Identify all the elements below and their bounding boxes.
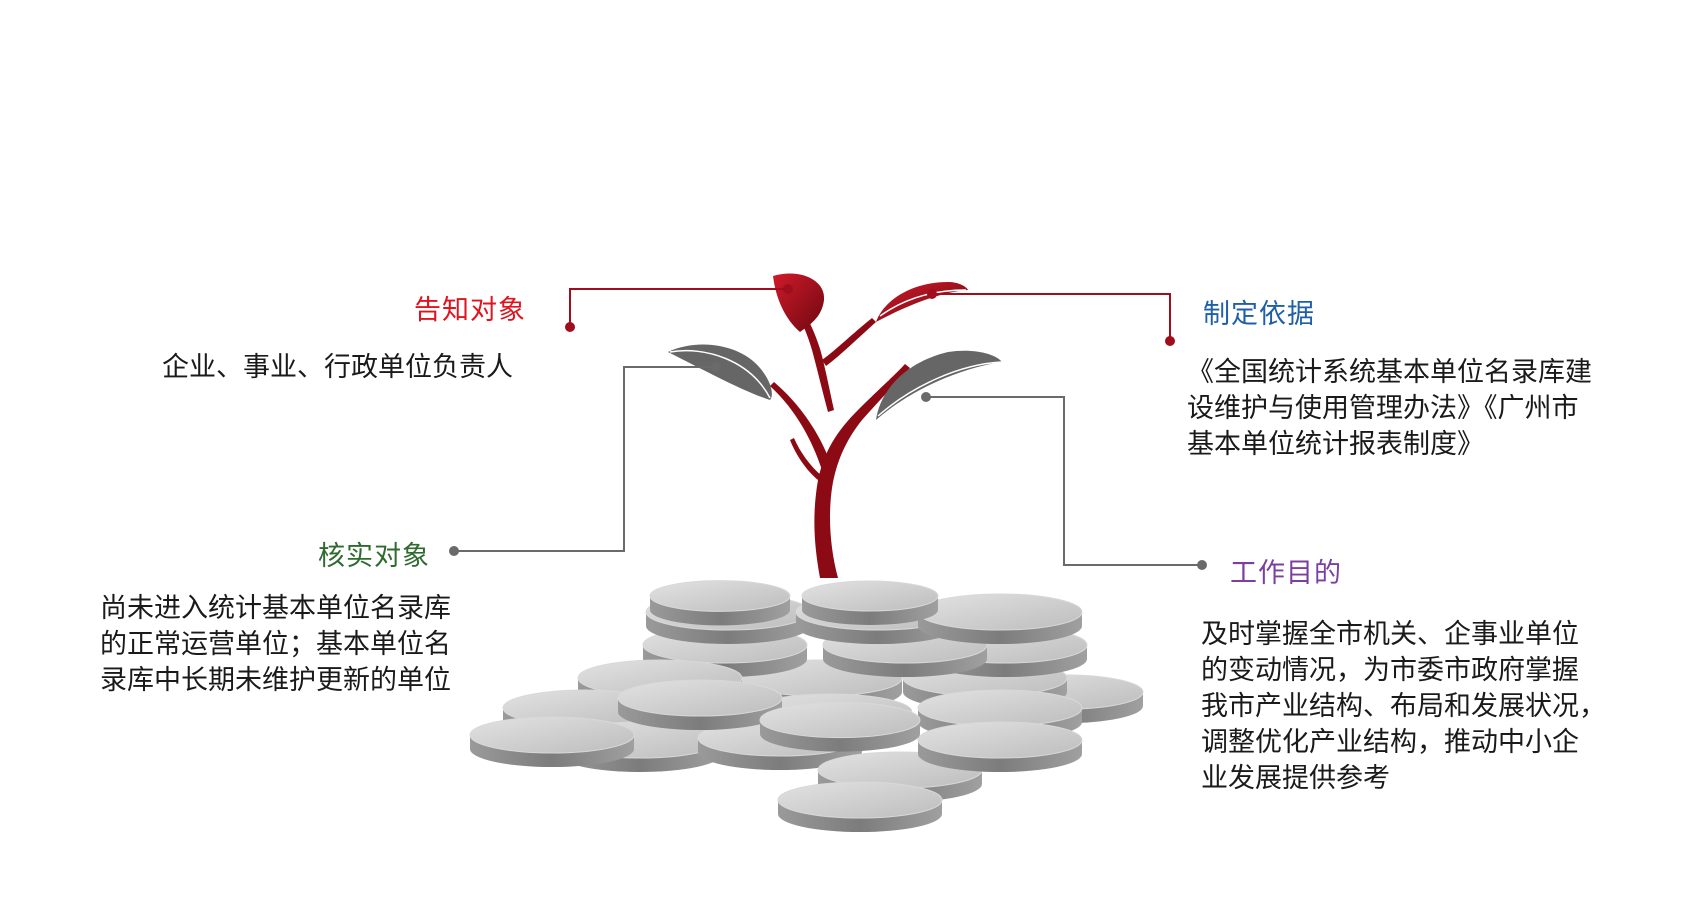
red-leaf-right xyxy=(876,282,968,322)
coin xyxy=(801,580,939,625)
notify-target-line: 企业、事业、行政单位负责人 xyxy=(162,352,513,383)
plant-stem xyxy=(814,364,910,578)
plant-illustration xyxy=(668,273,1003,578)
purpose-line: 的变动情况，为市委市政府掌握 xyxy=(1201,655,1579,686)
connector-notify xyxy=(565,284,793,332)
coin xyxy=(759,701,921,752)
plant-stem-branch xyxy=(822,318,876,366)
purpose-line: 及时掌握全市机关、企事业单位 xyxy=(1201,619,1579,650)
basis-body: 《全国统计系统基本单位名录库建 设维护与使用管理办法》《广州市 基本单位统计报表… xyxy=(1187,355,1592,463)
verify-target-body: 尚未进入统计基本单位名录库 的正常运营单位；基本单位名 录库中长期未维护更新的单… xyxy=(100,591,451,699)
purpose-line: 调整优化产业结构，推动中小企 xyxy=(1201,727,1579,758)
connector-purpose xyxy=(921,392,1207,570)
coin xyxy=(617,679,783,731)
notify-target-title: 告知对象 xyxy=(414,295,526,326)
plant-stem-upper xyxy=(796,308,834,412)
basis-title: 制定依据 xyxy=(1203,299,1315,330)
basis-line: 设维护与使用管理办法》《广州市 xyxy=(1187,393,1579,424)
coin xyxy=(469,716,635,768)
plant-stem-left xyxy=(770,382,830,470)
plant-stem-twig xyxy=(790,438,822,480)
coin xyxy=(777,781,943,833)
coin-stack-illustration xyxy=(469,580,1144,833)
basis-line: 《全国统计系统基本单位名录库建 xyxy=(1187,357,1592,388)
coin xyxy=(649,580,791,626)
basis-line: 基本单位统计报表制度》 xyxy=(1187,429,1484,460)
verify-target-line: 尚未进入统计基本单位名录库 xyxy=(100,593,451,624)
connector-basis xyxy=(927,289,1175,346)
verify-target-line: 录库中长期未维护更新的单位 xyxy=(100,665,451,696)
purpose-body: 及时掌握全市机关、企事业单位 的变动情况，为市委市政府掌握 我市产业结构、布局和… xyxy=(1201,617,1606,797)
purpose-title: 工作目的 xyxy=(1230,558,1342,589)
coin xyxy=(917,593,1083,645)
connector-verify xyxy=(449,362,721,556)
gray-leaf-right xyxy=(876,350,1002,420)
purpose-line: 业发展提供参考 xyxy=(1201,763,1390,794)
purpose-line: 我市产业结构、布局和发展状况， xyxy=(1201,691,1606,722)
coin xyxy=(917,721,1083,773)
red-leaf-left xyxy=(773,273,825,332)
verify-target-line: 的正常运营单位；基本单位名 xyxy=(100,629,451,660)
notify-target-body: 企业、事业、行政单位负责人 xyxy=(162,350,513,386)
gray-leaf-left xyxy=(668,344,772,400)
verify-target-title: 核实对象 xyxy=(318,541,430,572)
